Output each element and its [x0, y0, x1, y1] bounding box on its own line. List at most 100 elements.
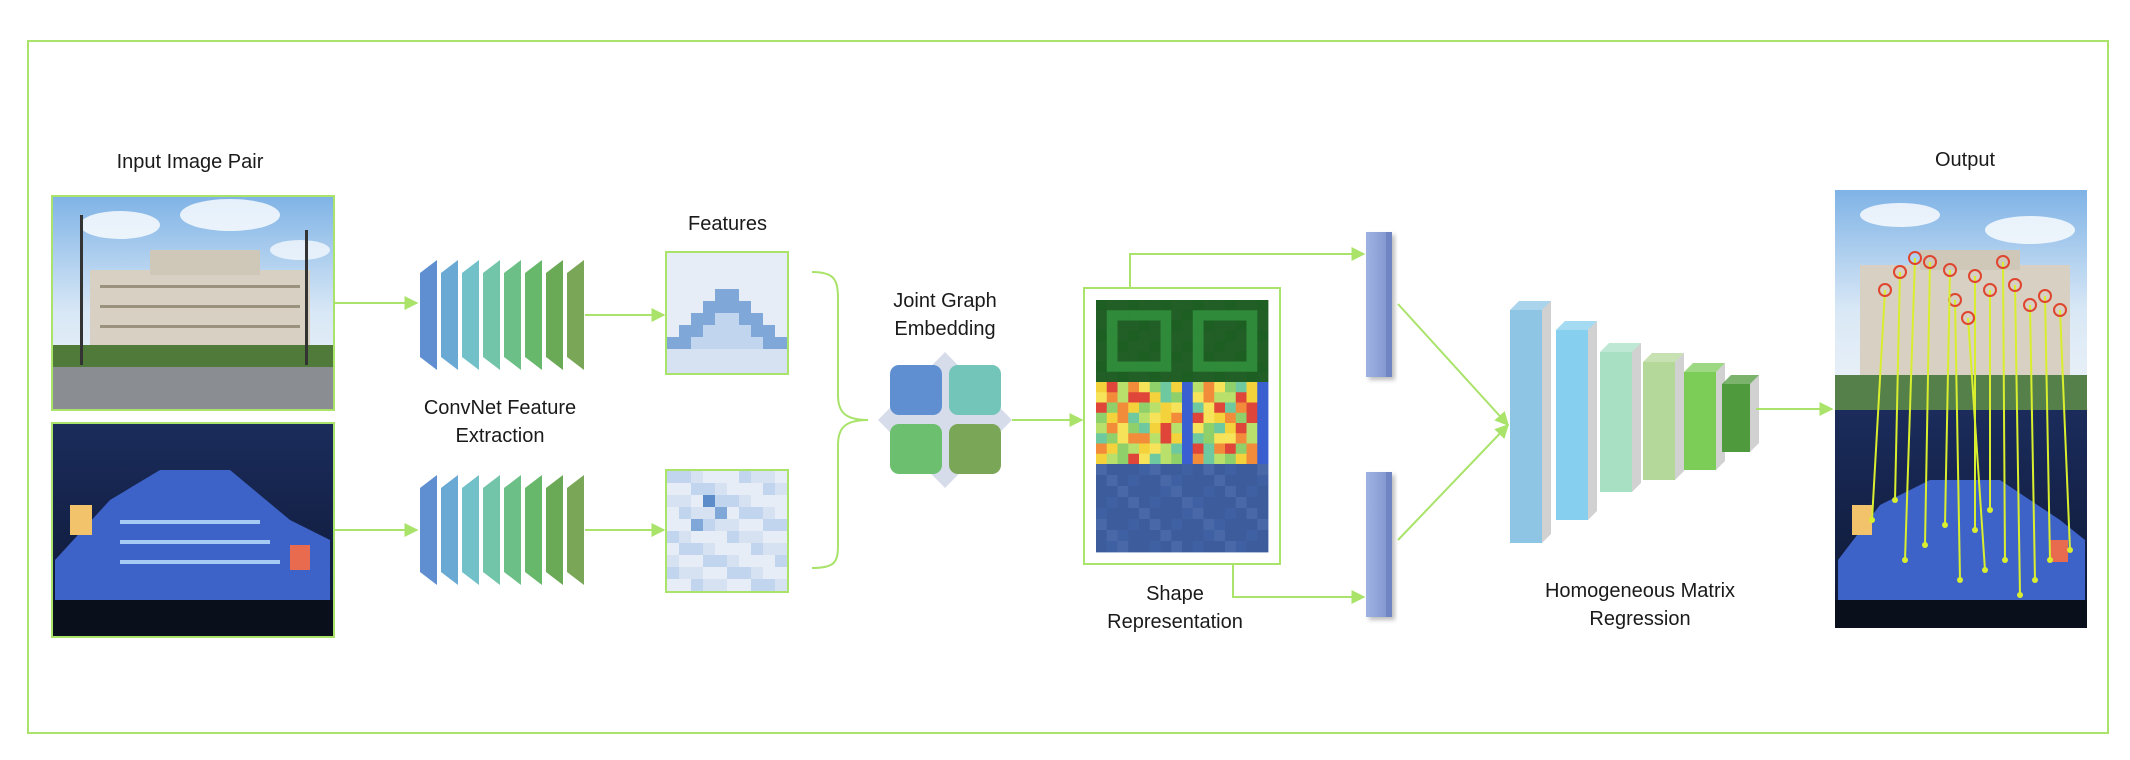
shape-cell	[1203, 453, 1215, 465]
feature-cell	[691, 361, 703, 373]
shape-cell	[1192, 530, 1204, 542]
feature-cell	[775, 337, 787, 349]
shape-cell	[1128, 330, 1140, 342]
shape-cell	[1235, 508, 1247, 520]
shape-cell	[1128, 508, 1140, 520]
feature-cell	[679, 337, 691, 349]
regression-network	[1510, 301, 1759, 543]
shape-cell	[1203, 361, 1215, 373]
feature-cell	[775, 253, 787, 265]
feature-cell	[679, 361, 691, 373]
keypoint-circle	[1983, 283, 1997, 297]
convnet-layer	[483, 475, 500, 585]
shape-cell	[1149, 453, 1161, 465]
shape-cell	[1225, 541, 1237, 553]
shape-cell	[1182, 486, 1194, 498]
feature-cell	[727, 555, 739, 567]
shape-cell	[1096, 464, 1108, 476]
feature-cell	[763, 277, 775, 289]
feature-cell	[727, 325, 739, 337]
convnet-layer	[546, 475, 563, 585]
shape-cell	[1203, 486, 1215, 498]
shape-cell	[1117, 497, 1129, 509]
shape-cell	[1160, 433, 1172, 444]
shape-cell	[1117, 464, 1129, 476]
shape-cell	[1096, 351, 1108, 362]
feature-cell	[691, 519, 703, 531]
shape-cell	[1214, 475, 1226, 487]
feature-cell	[691, 349, 703, 361]
shape-cell	[1246, 330, 1258, 342]
shape-cell	[1214, 382, 1226, 393]
shape-cell	[1106, 330, 1118, 342]
feature-cell	[703, 361, 715, 373]
feature-cell	[715, 265, 727, 277]
feature-cell	[775, 507, 787, 519]
feature-cell	[751, 519, 763, 531]
shape-cell	[1096, 475, 1108, 487]
shape-cell	[1160, 530, 1172, 542]
shape-cell	[1117, 330, 1129, 342]
regression-layer-front	[1510, 310, 1542, 543]
shape-map-heat	[1096, 382, 1269, 465]
shape-cell	[1235, 300, 1247, 311]
feature-cell	[715, 361, 727, 373]
feature-cell	[751, 579, 763, 591]
feature-cell	[667, 579, 679, 591]
shape-cell	[1225, 497, 1237, 509]
shape-cell	[1149, 341, 1161, 352]
feature-cell	[691, 277, 703, 289]
feature-cell	[739, 313, 751, 325]
shape-cell	[1171, 464, 1183, 476]
feature-cell	[715, 289, 727, 301]
shape-cell	[1117, 475, 1129, 487]
convnet-layer	[504, 475, 521, 585]
shape-cell	[1149, 310, 1161, 321]
shape-cell	[1257, 330, 1269, 342]
feature-cell	[739, 277, 751, 289]
regression-layer-side	[1632, 343, 1641, 492]
shape-cell	[1096, 486, 1108, 498]
feature-cell	[763, 543, 775, 555]
feature-cell	[703, 313, 715, 325]
feature-cell	[751, 253, 763, 265]
shape-cell	[1128, 541, 1140, 553]
shape-cell	[1214, 310, 1226, 321]
shape-cell	[1182, 402, 1194, 414]
feature-cell	[727, 579, 739, 591]
shape-cell	[1096, 371, 1108, 383]
shape-cell	[1171, 486, 1183, 498]
shape-cell	[1203, 464, 1215, 476]
shape-cell	[1235, 382, 1247, 393]
feature-cell	[691, 471, 703, 483]
shape-cell	[1214, 433, 1226, 444]
correspondence-lines	[1869, 251, 2073, 598]
convnet-layer	[462, 260, 479, 370]
shape-cell	[1106, 382, 1118, 393]
shape-cell	[1192, 300, 1204, 311]
regression-layer-side	[1588, 321, 1597, 520]
shape-cell	[1149, 508, 1161, 520]
shape-cell	[1117, 300, 1129, 311]
shape-cell	[1235, 371, 1247, 383]
shape-cell	[1117, 341, 1129, 352]
shape-cell	[1246, 300, 1258, 311]
shape-cell	[1182, 433, 1194, 444]
feature-cell	[679, 483, 691, 495]
shape-cell	[1214, 541, 1226, 553]
keypoint-circle	[2008, 278, 2022, 292]
shape-cell	[1160, 371, 1172, 383]
shape-cell	[1117, 392, 1129, 403]
feature-cell	[775, 361, 787, 373]
feature-cell	[679, 471, 691, 483]
shape-cell	[1149, 423, 1161, 434]
shape-cell	[1117, 443, 1129, 455]
feature-cell	[727, 507, 739, 519]
shape-cell	[1171, 530, 1183, 542]
shape-cell	[1106, 351, 1118, 362]
keypoint-dot	[1987, 507, 1993, 513]
regression-layer-top	[1684, 363, 1725, 372]
feature-cell	[667, 543, 679, 555]
shape-cell	[1246, 497, 1258, 509]
